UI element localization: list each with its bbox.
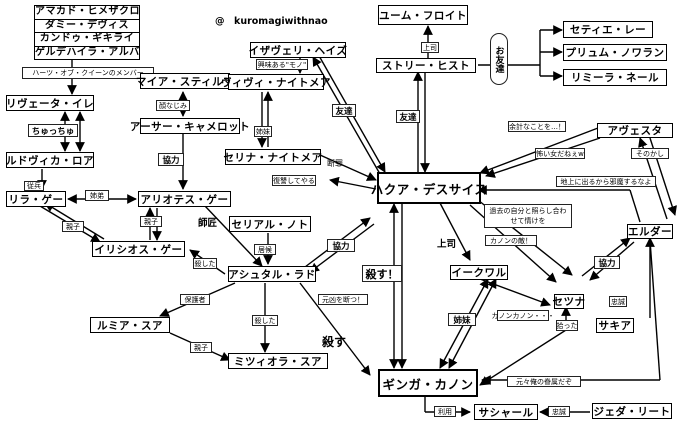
node-iliosios: イリシオス・ゲー [92, 241, 185, 257]
label-kyoryoku-1: 協力 [158, 153, 184, 166]
label-joshi-strie: 上司 [421, 42, 439, 53]
label-chusei-1: 忠誠 [609, 296, 627, 307]
member-geldehaira: ゲルデハイラ・アルバ [35, 46, 140, 58]
node-prium: プリュム・ノワラン [563, 44, 667, 61]
member-kandu: カンドゥ・ギキライ [35, 33, 139, 47]
hearts-of-queen-group: アマカド・ヒメザクロ ダミー・デヴィス カンドゥ・ギキライ ゲルデハイラ・アルバ [34, 5, 140, 60]
label-ikoro: 居候 [254, 244, 276, 255]
label-oya-1: 親子 [62, 221, 84, 232]
label-hogosha: 保護者 [180, 294, 210, 305]
member-amakado: アマカド・ヒメザクロ [35, 6, 140, 20]
label-dampai: 断罪 [327, 159, 343, 168]
label-otomodachi: お友達 [490, 33, 508, 85]
label-kanon-kanon: カノンカノン・・・ [491, 310, 555, 321]
label-genkyo: 元凶を断つ！ [318, 294, 368, 305]
label-oya-2: 親子 [190, 342, 212, 353]
label-kyoryoku-setsuna: 協力 [594, 256, 620, 269]
label-hearts-member: ハーツ・オブ・クイーンのメンバー [22, 67, 154, 79]
label-korosu: 殺す [322, 335, 347, 349]
node-izavelli: イザヴェリ・ヘイズ [249, 42, 347, 58]
label-kako: 過去の自分と照らし合わせて情けを [484, 204, 572, 228]
label-shitei: 姉弟 [85, 190, 109, 201]
node-arthur: アーサー・キャメロット [130, 118, 250, 134]
label-shimai-vivi: 姉妹 [254, 126, 272, 137]
node-strie: ストリー・ヒスト [376, 58, 476, 73]
node-selina: セリナ・ナイトメア [224, 149, 322, 165]
label-chuchu: ちゅっちゅ [28, 124, 78, 137]
label-oya-ilio: 親子 [140, 216, 162, 227]
node-ludovica: ルドヴィカ・ロア [6, 152, 94, 168]
label-joshi-hakua: 上司 [437, 239, 457, 250]
label-kyomi: 興味ある"モノ" [256, 59, 308, 70]
node-mayer: マイア・スティルマ [136, 73, 234, 89]
node-vivi: ヴィヴィ・ナイトメア [221, 74, 331, 90]
label-chusei-2: 忠誠 [548, 406, 570, 417]
label-tomodachi-2: 友達 [396, 110, 420, 123]
label-juhei: 従兵 [24, 181, 44, 191]
node-lumia: ルミア・スア [90, 317, 170, 333]
label-tomodachi-1: 友達 [332, 104, 356, 117]
author-handle: @ kuromagiwithnao [215, 16, 328, 27]
label-koroshita-1: 殺した [193, 258, 217, 269]
node-jeda: ジェダ・リート [592, 403, 672, 419]
label-hirotta: 拾った [556, 320, 578, 331]
label-korosu-big: 殺す！ [362, 265, 402, 282]
node-sasharu: サシャール [474, 404, 538, 420]
node-yume: ユーム・フロイト [378, 5, 468, 25]
node-ikuwaru: イークワル [450, 265, 508, 280]
label-shimai-ik: 姉妹 [448, 313, 476, 326]
node-elder: エルダー [627, 224, 673, 239]
label-kyoryoku-ashtaru: 協力 [327, 239, 355, 252]
label-sonokashi: そのかし [631, 148, 669, 159]
label-koroshita-2: 殺した [252, 315, 278, 326]
node-setsuna: セツナ [552, 294, 586, 309]
node-ginga: ギンガ・カノン [378, 369, 478, 397]
node-sakia: サキア [596, 318, 634, 333]
label-kowai: 怖い女だねぇw [535, 148, 585, 159]
label-kaonajimi: 顔なじみ [156, 100, 190, 111]
node-setie: セティエ・レー [563, 21, 653, 38]
label-motoore: 元々俺の眷属だぞ [507, 376, 581, 387]
node-lilage: リラ・ゲー [6, 191, 66, 207]
node-ashtaru: アシュタル・ラド [228, 266, 316, 282]
label-kanon-teki: カノンの敵！ [485, 235, 537, 246]
node-ariotes: アリオテス・ゲー [138, 191, 231, 207]
label-riyo: 利用 [434, 406, 456, 417]
node-mitsuira: ミツィオラ・スア [228, 353, 328, 369]
member-dummy: ダミー・デヴィス [35, 20, 139, 33]
label-chijo: 地上に出るから邪魔するなよ [556, 176, 656, 187]
label-fukushu: 復讐してやる [272, 175, 316, 186]
node-seriel: セリアル・ノト [229, 216, 311, 232]
node-lividia: リヴェータ・イレ [6, 95, 94, 111]
label-yokeina: 余計なことを…！ [508, 121, 566, 132]
label-shisho: 師匠 [198, 218, 218, 229]
node-rimira: リミーラ・ネール [563, 69, 667, 86]
node-hakua: ハクア・デスサイス [371, 172, 487, 204]
node-avesta: アヴェスタ [597, 123, 673, 138]
